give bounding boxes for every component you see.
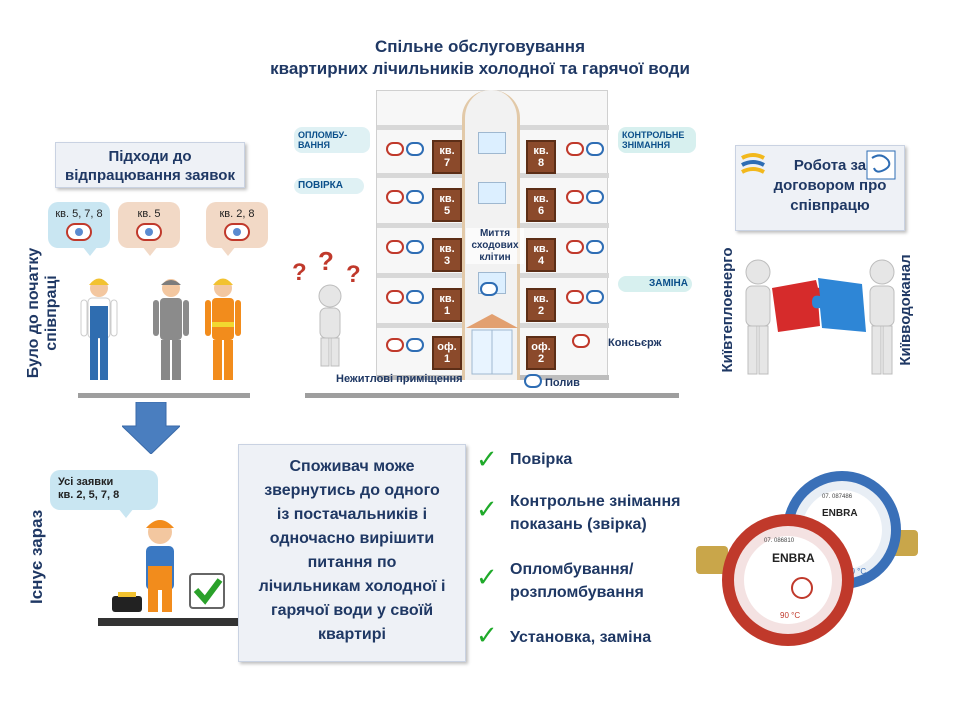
water-meter-icon	[224, 223, 250, 241]
label-kyivvodokanal: Київводоканал	[897, 254, 914, 366]
hot-meter-icon	[566, 240, 584, 254]
cold-meter-icon	[406, 240, 424, 254]
request-bubble-2-label: кв. 5	[137, 208, 161, 220]
water-meter-icon	[66, 223, 92, 241]
service-verification: Повірка	[510, 451, 573, 468]
all-requests-line-1: Усі заявки	[58, 476, 114, 488]
hot-meter-icon	[566, 190, 584, 204]
hot-meter-icon	[386, 290, 404, 304]
workers-illustration	[80, 278, 241, 380]
check-icon: ✓	[476, 494, 498, 524]
entrance-icon	[466, 314, 518, 375]
watering-meter-icon	[524, 374, 542, 388]
consumer-box: Споживач може звернутись до одного із по…	[238, 444, 466, 662]
door-apartment-8: кв.8	[526, 140, 556, 174]
hot-meter-icon	[386, 142, 404, 156]
building-base	[305, 393, 679, 398]
svg-text:?: ?	[346, 261, 361, 288]
cold-meter-brand: ENBRA	[822, 508, 858, 519]
approaches-label: Підходи до відпрацювання заявок	[65, 148, 235, 184]
title-line-2: квартирних лічильників холодної та гаряч…	[270, 59, 690, 78]
hot-meter-icon	[386, 338, 404, 352]
cold-meter-icon	[406, 190, 424, 204]
tower-window	[478, 132, 506, 154]
water-meter-icon	[136, 223, 162, 241]
tag-replacement: ЗАМІНА	[618, 276, 692, 292]
tag-sealing: ОПЛОМБУ-ВАННЯ	[294, 127, 370, 153]
hot-meter-serial: 07. 086810	[764, 538, 795, 544]
request-bubble-1-label: кв. 5, 7, 8	[55, 208, 103, 220]
cold-meter-temp: 30 °C	[846, 567, 866, 576]
hot-meter-icon	[386, 190, 404, 204]
label-exists-now: Існує зараз	[27, 509, 46, 604]
service-sealing: Опломбування/ розпломбування	[510, 561, 644, 601]
service-installation: Установка, заміна	[510, 629, 652, 646]
service-control-reading: Контрольне знімання показань (звірка)	[510, 493, 681, 533]
all-requests-line-2: кв. 2, 5, 7, 8	[58, 489, 120, 501]
tower-window	[478, 182, 506, 204]
cold-meter-serial: 07. 087486	[822, 494, 853, 500]
hot-meter-temp: 90 °C	[780, 611, 800, 620]
kyivvodokanal-logo-icon	[866, 150, 896, 180]
title-line-1: Спільне обслуговування	[375, 37, 585, 56]
door-office-1: оф.1	[432, 336, 462, 370]
hot-meter-brand: ENBRA	[772, 551, 815, 565]
door-apartment-5: кв.5	[432, 188, 462, 222]
arrow-down-icon	[122, 402, 180, 454]
door-apartment-6: кв.6	[526, 188, 556, 222]
cold-meter-icon	[586, 142, 604, 156]
approaches-box: Підходи до відпрацювання заявок	[55, 142, 245, 188]
all-requests-bubble: Усі заявки кв. 2, 5, 7, 8	[50, 470, 158, 518]
tag-control-reading: КОНТРОЛЬНЕ ЗНІМАННЯ	[618, 127, 696, 153]
hot-meter-icon	[386, 240, 404, 254]
request-bubble-2: кв. 5	[118, 202, 180, 256]
svg-text:?: ?	[292, 259, 307, 286]
label-kyivteploenergo: Київтеплоенерго	[719, 247, 736, 373]
door-office-2: оф.2	[526, 336, 556, 370]
consumer-text: Споживач може звернутись до одного із по…	[258, 458, 446, 643]
hot-meter-icon	[572, 334, 590, 348]
left-shelf	[78, 393, 250, 398]
door-apartment-1: кв.1	[432, 288, 462, 322]
request-bubble-1: кв. 5, 7, 8	[48, 202, 110, 256]
cold-meter-icon	[586, 290, 604, 304]
request-bubble-3: кв. 2, 8	[206, 202, 268, 256]
check-icon: ✓	[476, 620, 498, 650]
hot-meter-icon	[566, 290, 584, 304]
hot-meter-icon	[566, 142, 584, 156]
check-icon: ✓	[476, 444, 498, 474]
cold-meter-icon	[586, 240, 604, 254]
water-meters-illustration: ENBRA 07. 087486 30 °C 07. 086810 ENBRA …	[696, 471, 918, 646]
kyivteploenergo-logo-icon	[741, 153, 765, 174]
thinking-person-illustration: ? ? ?	[292, 250, 361, 367]
label-before-cooperation: Було до початку співпраці	[25, 247, 60, 379]
svg-text:?: ?	[318, 250, 334, 276]
contract-label: Робота за договором про співпрацю	[773, 157, 887, 214]
door-apartment-2: кв.2	[526, 288, 556, 322]
watering-label: Полив	[545, 377, 580, 389]
puzzle-partners-illustration	[745, 259, 895, 375]
request-bubble-3-label: кв. 2, 8	[219, 208, 255, 220]
cold-meter-icon	[480, 282, 498, 296]
stairs-label: Миття сходових клітин	[466, 228, 524, 264]
worker-orange-icon	[205, 278, 241, 380]
page-title: Спільне обслуговування квартирних лічиль…	[180, 36, 780, 80]
worker-grey-icon	[153, 279, 189, 380]
door-apartment-4: кв.4	[526, 238, 556, 272]
check-icon: ✓	[476, 562, 498, 592]
cold-meter-icon	[406, 290, 424, 304]
nonresidential-label: Нежитлові приміщення	[336, 373, 463, 385]
door-apartment-7: кв.7	[432, 140, 462, 174]
cold-meter-icon	[406, 338, 424, 352]
door-apartment-3: кв.3	[432, 238, 462, 272]
cold-meter-icon	[586, 190, 604, 204]
worker-blue-icon	[80, 278, 118, 380]
cold-meter-icon	[406, 142, 424, 156]
tag-verification: ПОВІРКА	[294, 178, 364, 194]
concierge-label: Консьєрж	[608, 337, 662, 349]
single-worker-illustration	[98, 520, 238, 626]
